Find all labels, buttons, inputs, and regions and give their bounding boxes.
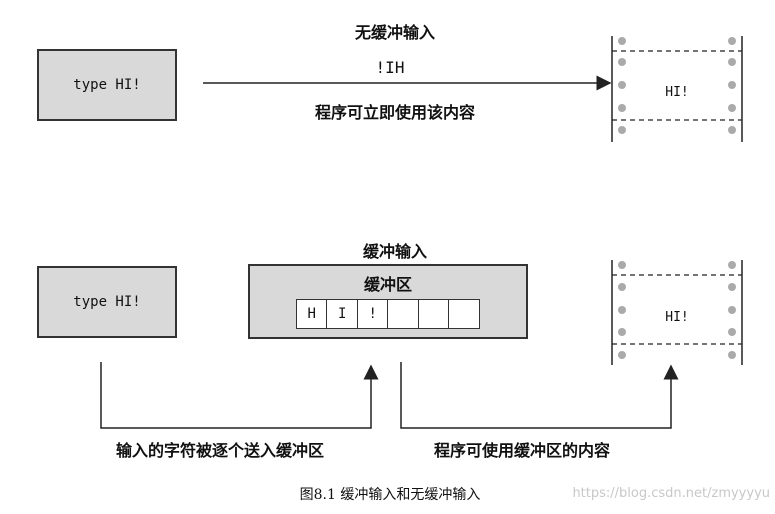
buffer-cell: ! — [356, 299, 389, 329]
buffer-cells: H I ! — [295, 299, 481, 329]
screen-filmstrip-top — [611, 36, 743, 142]
screen-filmstrip-bottom — [611, 260, 743, 365]
keyboard-to-buffer-arrow — [100, 362, 379, 429]
buffer-to-screen-arrow — [400, 362, 679, 429]
keyboard-box-buffered: type HI! — [37, 266, 177, 338]
keyboard-text: type HI! — [73, 77, 141, 93]
keyboard-text: type HI! — [73, 294, 141, 310]
screen-output-unbuffered: HI! — [665, 85, 689, 100]
buffer-cell: I — [326, 299, 359, 329]
buffer-cell — [448, 299, 481, 329]
buffer-cell: H — [295, 299, 328, 329]
buffer-label: 缓冲区 — [363, 275, 412, 294]
buffer-box: 缓冲区 H I ! — [248, 264, 528, 339]
unbuffered-note: 程序可立即使用该内容 — [314, 103, 475, 122]
unbuffered-title: 无缓冲输入 — [354, 23, 435, 42]
label-use-buffer: 程序可使用缓冲区的内容 — [434, 441, 611, 460]
watermark: https://blog.csdn.net/zmyyyyu — [572, 486, 770, 501]
buffer-cell — [387, 299, 420, 329]
figure-caption: 图8.1 缓冲输入和无缓冲输入 — [299, 487, 481, 503]
label-send-to-buffer: 输入的字符被逐个送入缓冲区 — [116, 441, 325, 460]
screen-output-buffered: HI! — [665, 310, 689, 325]
buffer-cell — [417, 299, 450, 329]
buffered-title: 缓冲输入 — [362, 242, 427, 261]
transit-characters: !IH — [375, 58, 405, 77]
keyboard-box-unbuffered: type HI! — [37, 49, 177, 121]
